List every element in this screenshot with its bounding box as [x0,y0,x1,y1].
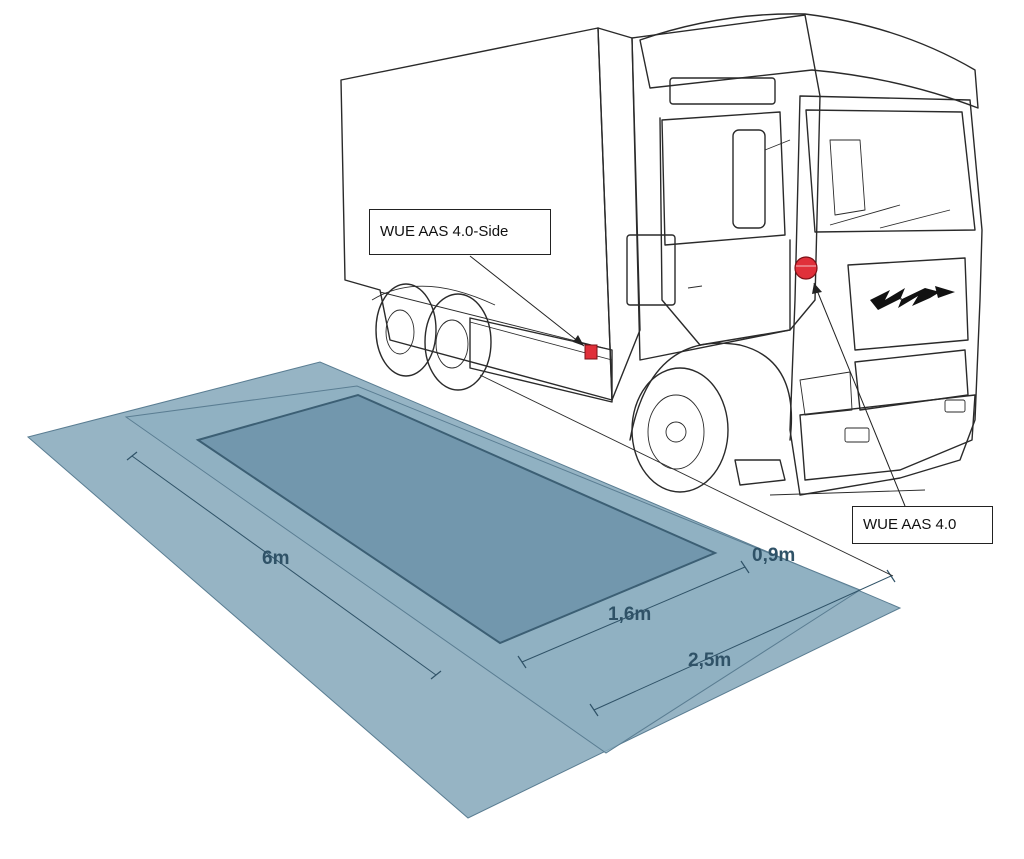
fog-light-left [844,427,870,443]
cargo-box-bottom-edge [379,291,613,351]
lower-grille [854,349,969,411]
dim-tick [517,655,527,669]
roof-spoiler [639,13,979,109]
side-step-panel [626,234,676,306]
rear-wheel-1 [375,283,437,377]
side-sensor-label: WUE AAS 4.0-Side [369,209,551,255]
dim-label-length: 6m [262,548,289,569]
red-square-sensor-icon [584,344,598,360]
dim-line-length [131,455,437,676]
headlight [799,371,853,416]
front-sensor-arrowhead [812,283,822,294]
dim-tick [126,451,138,461]
grille [847,257,969,351]
rear-wheel-2-hub [435,319,469,369]
mirror-arm [764,139,791,151]
door-outline [659,117,791,346]
side-sensor-leader [469,255,585,347]
truck-illustration [340,13,983,496]
front-sensor-leader [813,282,906,507]
front-bumper [799,394,976,481]
dim-line-inner-width [521,566,746,663]
truck-front-extension-line [769,489,926,496]
side-window [661,111,786,246]
dim-label-margin: 0,9m [752,545,795,566]
inner-zone [195,393,718,645]
dim-tick [589,703,599,717]
dim-tick [740,560,750,574]
dim-tick [886,569,896,583]
detection-zone [26,361,902,819]
front-wheel-rim [647,394,705,470]
truck-side-extension-line [479,374,894,577]
rear-wheels [371,283,496,391]
windshield-wiper [829,204,951,229]
front-sensor-label-text: WUE AAS 4.0 [863,516,957,533]
red-round-sensor-icon [794,256,818,280]
door-handle [687,285,703,289]
rear-wheel-1-hub [385,309,415,355]
windshield [805,109,976,233]
cab-side [631,14,821,361]
front-wheel [631,367,729,493]
fog-light-right [944,399,966,413]
side-sensor-arrowhead [573,335,584,346]
roof-light-bar [669,77,776,105]
front-wheel-arch [629,342,793,441]
rear-fender [371,285,496,306]
leader-lines [469,255,906,507]
seat-outline [829,139,866,216]
front-wheel-hub [665,421,687,443]
side-sensor-label-text: WUE AAS 4.0-Side [380,223,509,240]
dim-label-outer-width: 2,5m [688,650,731,671]
w-arrow-logo [870,286,955,310]
chassis-skirt [469,317,613,403]
rear-wheel-2 [424,293,492,391]
dim-line-outer-width [593,575,892,711]
front-mudguard [734,459,786,486]
side-mirror [732,129,766,229]
dimension-lines [126,374,926,717]
cargo-box-front [597,27,641,401]
front-sensor-label: WUE AAS 4.0 [852,506,993,544]
dim-tick [430,670,442,680]
cab-front [789,95,983,496]
dim-label-inner-width: 1,6m [608,604,651,625]
